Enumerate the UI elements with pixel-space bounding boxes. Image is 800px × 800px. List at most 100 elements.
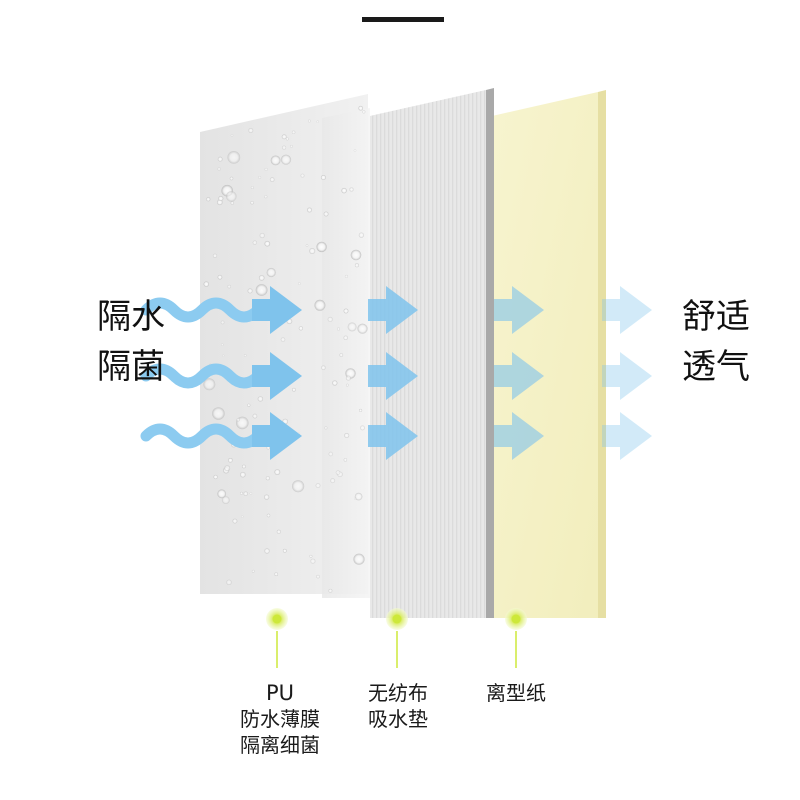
water-droplet bbox=[285, 137, 289, 141]
water-droplet bbox=[250, 186, 254, 190]
water-droplet bbox=[217, 156, 223, 162]
left-feature-label: 隔水 隔菌 bbox=[97, 298, 165, 386]
water-droplet bbox=[298, 326, 303, 331]
water-droplet bbox=[247, 403, 251, 407]
water-droplet bbox=[236, 418, 240, 422]
airflow-arrows bbox=[140, 286, 652, 460]
water-droplet bbox=[349, 187, 354, 192]
water-droplet bbox=[339, 353, 344, 357]
water-droplet bbox=[343, 308, 349, 314]
water-droplet bbox=[252, 413, 258, 419]
water-droplet bbox=[280, 154, 292, 165]
nonwoven-label-line1: 无纺布 bbox=[368, 681, 428, 705]
water-droplet bbox=[257, 396, 264, 402]
nonwoven-label-line2: 吸水垫 bbox=[368, 707, 428, 731]
water-droplet bbox=[222, 354, 225, 357]
water-droplet bbox=[274, 469, 281, 475]
water-droplet bbox=[248, 128, 254, 133]
water-droplet bbox=[264, 494, 270, 500]
airflow-arrow bbox=[494, 352, 544, 400]
water-droplet bbox=[280, 337, 286, 342]
water-droplet bbox=[309, 554, 313, 558]
water-droplet bbox=[266, 513, 271, 518]
water-droplet bbox=[249, 492, 253, 495]
right-label-line2: 透气 bbox=[682, 347, 750, 387]
layer-markers bbox=[266, 608, 527, 668]
water-droplet bbox=[315, 483, 321, 488]
water-droplet bbox=[300, 173, 305, 178]
water-droplet bbox=[298, 282, 301, 285]
water-droplet bbox=[250, 201, 254, 205]
water-droplet bbox=[316, 574, 320, 579]
water-droplet bbox=[203, 281, 209, 287]
water-droplet bbox=[241, 515, 244, 518]
water-droplet bbox=[240, 471, 246, 478]
water-droplet bbox=[264, 240, 271, 247]
wave-arrow-tail bbox=[140, 297, 264, 323]
water-droplet bbox=[206, 197, 211, 202]
water-droplet bbox=[305, 244, 309, 247]
water-droplet bbox=[226, 579, 232, 585]
airflow-arrow bbox=[368, 412, 418, 460]
water-droplet bbox=[344, 274, 348, 278]
water-droplet bbox=[350, 249, 362, 261]
water-droplet bbox=[213, 474, 218, 480]
water-droplet bbox=[258, 275, 265, 281]
airflow-arrow bbox=[602, 412, 652, 460]
water-droplet bbox=[360, 425, 365, 431]
water-droplet bbox=[276, 529, 281, 534]
water-droplet bbox=[291, 130, 296, 134]
airflow-arrow bbox=[252, 286, 302, 334]
water-droplet bbox=[266, 446, 270, 450]
water-droplet bbox=[354, 492, 363, 501]
airflow-arrow bbox=[602, 286, 652, 334]
water-droplet bbox=[264, 548, 270, 554]
water-droplet bbox=[292, 480, 305, 493]
water-droplet bbox=[345, 375, 351, 381]
water-droplet bbox=[292, 387, 296, 392]
airflow-arrow bbox=[368, 286, 418, 334]
water-droplet bbox=[362, 110, 366, 114]
water-droplet bbox=[359, 408, 363, 412]
water-droplet bbox=[251, 569, 255, 573]
water-droplet bbox=[259, 232, 265, 239]
water-droplet bbox=[327, 316, 333, 322]
water-droplet bbox=[290, 145, 293, 148]
wave-arrow-tail bbox=[140, 423, 264, 449]
water-droplet bbox=[212, 407, 225, 420]
water-droplet bbox=[264, 167, 268, 171]
water-droplet bbox=[323, 211, 329, 217]
airflow-arrow bbox=[252, 352, 302, 400]
water-droplet bbox=[281, 134, 287, 140]
water-droplet bbox=[330, 478, 336, 484]
airflow-arrow bbox=[252, 412, 302, 460]
water-droplet bbox=[229, 176, 234, 181]
water-droplet bbox=[218, 196, 224, 201]
pu-label-line1: PU bbox=[265, 681, 295, 705]
top-divider-bar bbox=[362, 17, 444, 22]
water-droplet bbox=[343, 458, 348, 462]
water-droplet bbox=[274, 572, 279, 576]
water-droplet bbox=[203, 378, 216, 391]
water-droplet bbox=[224, 465, 231, 472]
water-droplet bbox=[346, 383, 349, 387]
left-label-line1: 隔水 bbox=[97, 297, 165, 337]
water-droplet bbox=[357, 323, 368, 334]
water-droplet bbox=[266, 267, 276, 278]
wave-arrow-tail bbox=[140, 363, 264, 389]
water-droplet bbox=[328, 588, 333, 593]
water-droplet bbox=[308, 119, 311, 123]
water-droplet bbox=[255, 284, 268, 296]
water-droplet bbox=[344, 433, 350, 438]
water-droplet bbox=[221, 343, 224, 346]
water-droplet bbox=[316, 241, 327, 253]
water-droplet bbox=[230, 134, 234, 137]
water-droplet bbox=[243, 491, 248, 496]
water-droplet bbox=[221, 496, 230, 504]
pu-layer-label: PU 防水薄膜 隔离细菌 bbox=[222, 680, 338, 758]
water-droplet bbox=[227, 151, 241, 164]
release-paper-label-line1: 离型纸 bbox=[486, 681, 546, 705]
water-droplet bbox=[270, 155, 281, 166]
water-droplet bbox=[337, 327, 340, 331]
water-droplet bbox=[264, 195, 268, 199]
